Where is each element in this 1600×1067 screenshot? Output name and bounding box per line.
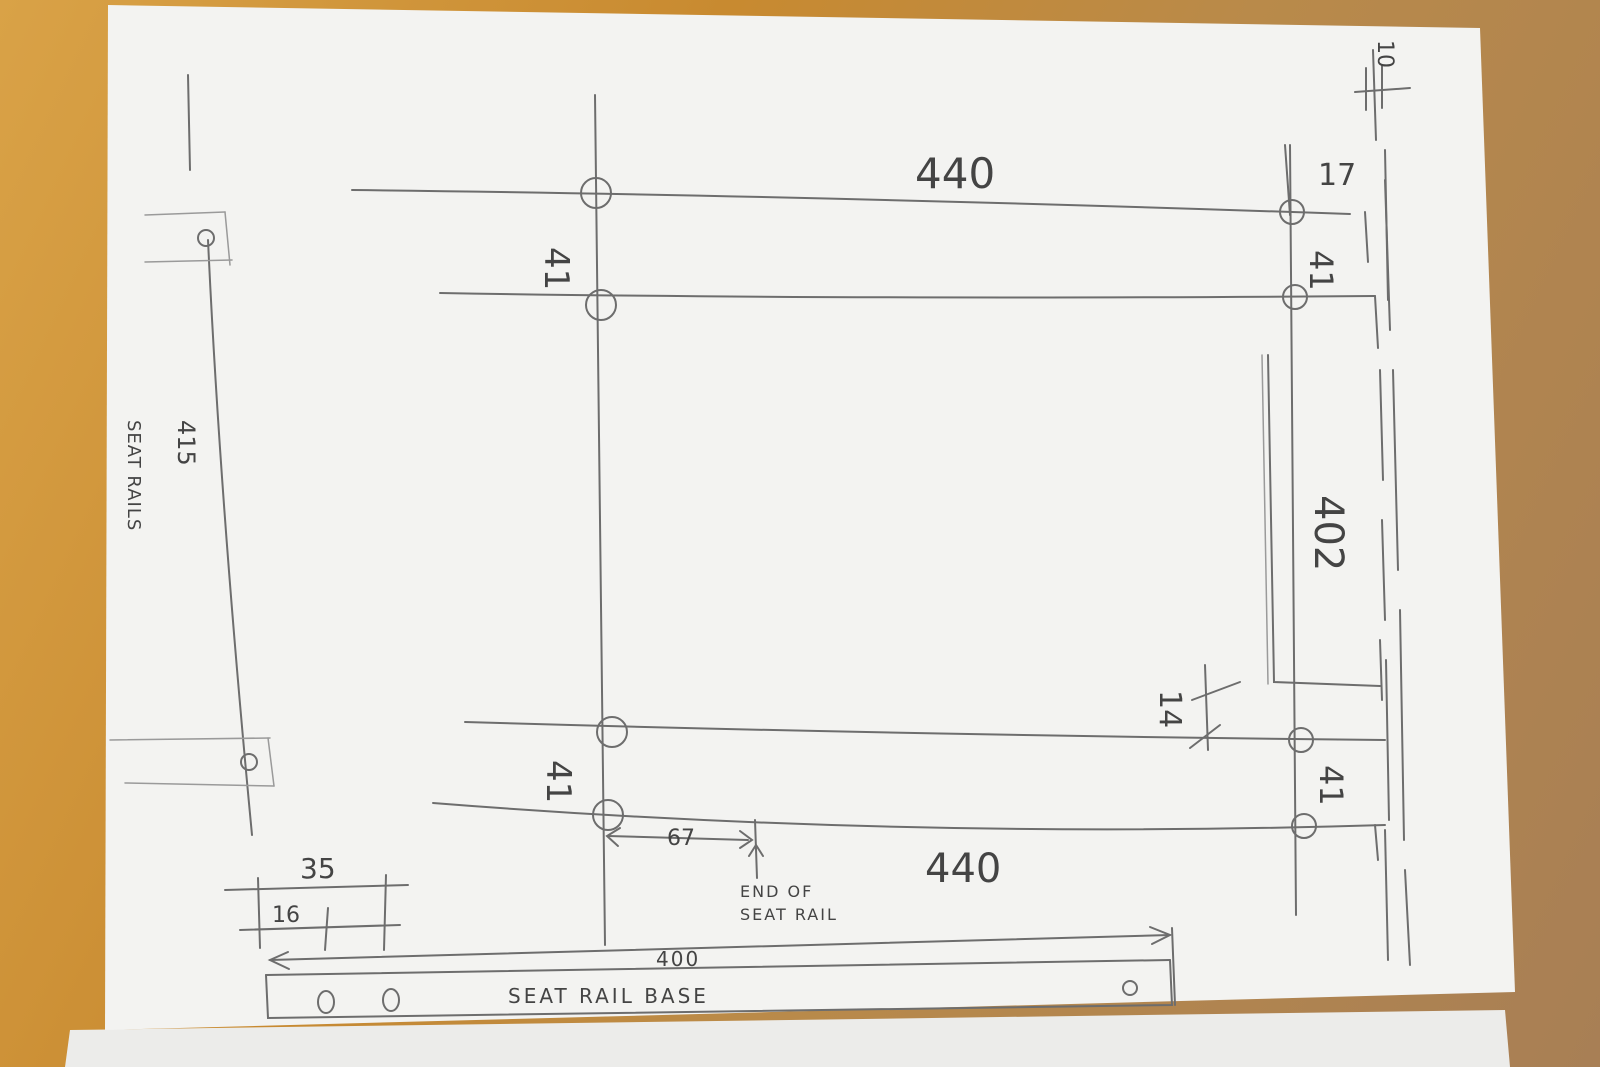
bolt-hole-bottom-left (592, 799, 624, 831)
label-spacing-right-top: 41 (1302, 250, 1340, 291)
label-corner-gap: 10 (1372, 40, 1397, 68)
right-edge-line-2e (1384, 829, 1389, 961)
right-top-segment (1284, 144, 1291, 216)
side-rail-top-line (187, 74, 191, 171)
label-top-length: 440 (915, 149, 995, 198)
base-width-line (224, 884, 409, 891)
rail-line-4 (432, 802, 1386, 831)
right-vertical-line (1289, 144, 1297, 916)
label-spacing-left-top: 41 (536, 247, 576, 290)
seat-rail-base-top (265, 959, 1171, 976)
label-notch: 14 (1152, 690, 1187, 728)
base-tick-left (257, 877, 261, 949)
inner-panel-outline (1267, 354, 1381, 687)
bolt-hole-top-right (1279, 199, 1305, 225)
notch-tick-bottom (1189, 724, 1221, 749)
bolt-hole-third-left (596, 716, 628, 748)
label-base-hole-offset: 16 (272, 903, 300, 928)
pencil-drawing (109, 49, 1411, 1020)
left-vertical-line (594, 94, 606, 946)
label-end-note-line2: SEAT RAIL (740, 905, 838, 924)
side-rail-top-bracket-3 (224, 211, 231, 266)
end-marker-line (754, 819, 758, 879)
dimension-labels: 440 440 41 41 41 41 402 17 10 14 415 SEA… (123, 40, 1397, 1008)
offset-67-arrowhead-left (605, 827, 621, 847)
base-hole-line (239, 924, 401, 931)
label-end-note-line1: END OF (740, 882, 813, 901)
base-tick-middle (324, 907, 329, 951)
base-length-end-tick (1171, 927, 1176, 1006)
rail-line-2 (439, 292, 1376, 299)
side-bar-top-1 (1364, 211, 1369, 263)
base-length-arrowhead-left (267, 951, 290, 970)
end-marker-arrowhead (748, 843, 764, 857)
bolt-hole-third-right (1288, 727, 1314, 753)
label-spacing-right-bottom: 41 (1312, 765, 1350, 806)
inner-panel-outline-double (1261, 354, 1269, 685)
right-edge-line-2c (1381, 519, 1386, 621)
label-side-rail-length: 415 (172, 420, 200, 466)
label-spacing-left-bottom: 41 (538, 760, 578, 803)
side-bar-top-2 (1374, 295, 1379, 349)
seat-rail-base-outline (265, 959, 1174, 1020)
side-rail-top-bracket-2 (144, 259, 233, 263)
label-right-height: 402 (1305, 495, 1351, 571)
paper-sheet (105, 5, 1515, 1030)
right-edge-line-2a (1384, 149, 1389, 301)
side-rail-long-line (207, 239, 253, 836)
bolt-hole-second-left (585, 289, 617, 321)
side-rail-top-bracket-1 (144, 211, 226, 216)
base-hole-3 (1122, 980, 1138, 996)
right-edge-line-1a (1372, 49, 1377, 141)
label-bottom-length: 440 (925, 846, 1001, 892)
bolt-hole-bottom-right (1291, 813, 1317, 839)
label-side-rail-caption: SEAT RAILS (123, 420, 144, 531)
base-length-arrow-line (269, 934, 1171, 961)
label-base-caption: SEAT RAIL BASE (508, 984, 709, 1008)
right-edge-line-2b (1379, 369, 1384, 481)
offset-67-arrowhead-right (739, 830, 754, 849)
base-length-arrowhead-right (1149, 926, 1173, 945)
right-edge-line-1c (1392, 369, 1399, 571)
side-bar-bottom (1374, 824, 1379, 861)
label-top-offset: 17 (1318, 158, 1356, 193)
bolt-hole-second-right (1282, 284, 1308, 310)
rail-line-1 (351, 189, 1351, 215)
base-tick-right (383, 874, 387, 951)
right-edge-line-1d (1399, 609, 1405, 841)
label-offset-67: 67 (667, 826, 695, 851)
offset-67-arrow-line (607, 835, 749, 841)
label-base-length: 400 (656, 947, 700, 971)
side-rail-bottom-bracket-3 (267, 737, 275, 787)
label-base-width: 35 (300, 852, 336, 885)
right-edge-line-2d (1385, 659, 1390, 821)
paper-sheet-below (65, 1010, 1510, 1067)
side-rail-hole-bottom (240, 753, 258, 771)
side-rail-hole-top (197, 229, 215, 247)
right-edge-line-1e (1404, 869, 1411, 966)
side-rail-bottom-bracket-1 (109, 737, 271, 741)
bolt-hole-top-left (580, 177, 612, 209)
notch-tick-top (1191, 681, 1241, 701)
inner-panel-edge (1379, 639, 1383, 701)
base-hole-1 (317, 990, 335, 1014)
side-rail-bottom-bracket-2 (124, 782, 275, 787)
rail-line-3 (464, 721, 1386, 741)
base-hole-2 (382, 988, 400, 1012)
